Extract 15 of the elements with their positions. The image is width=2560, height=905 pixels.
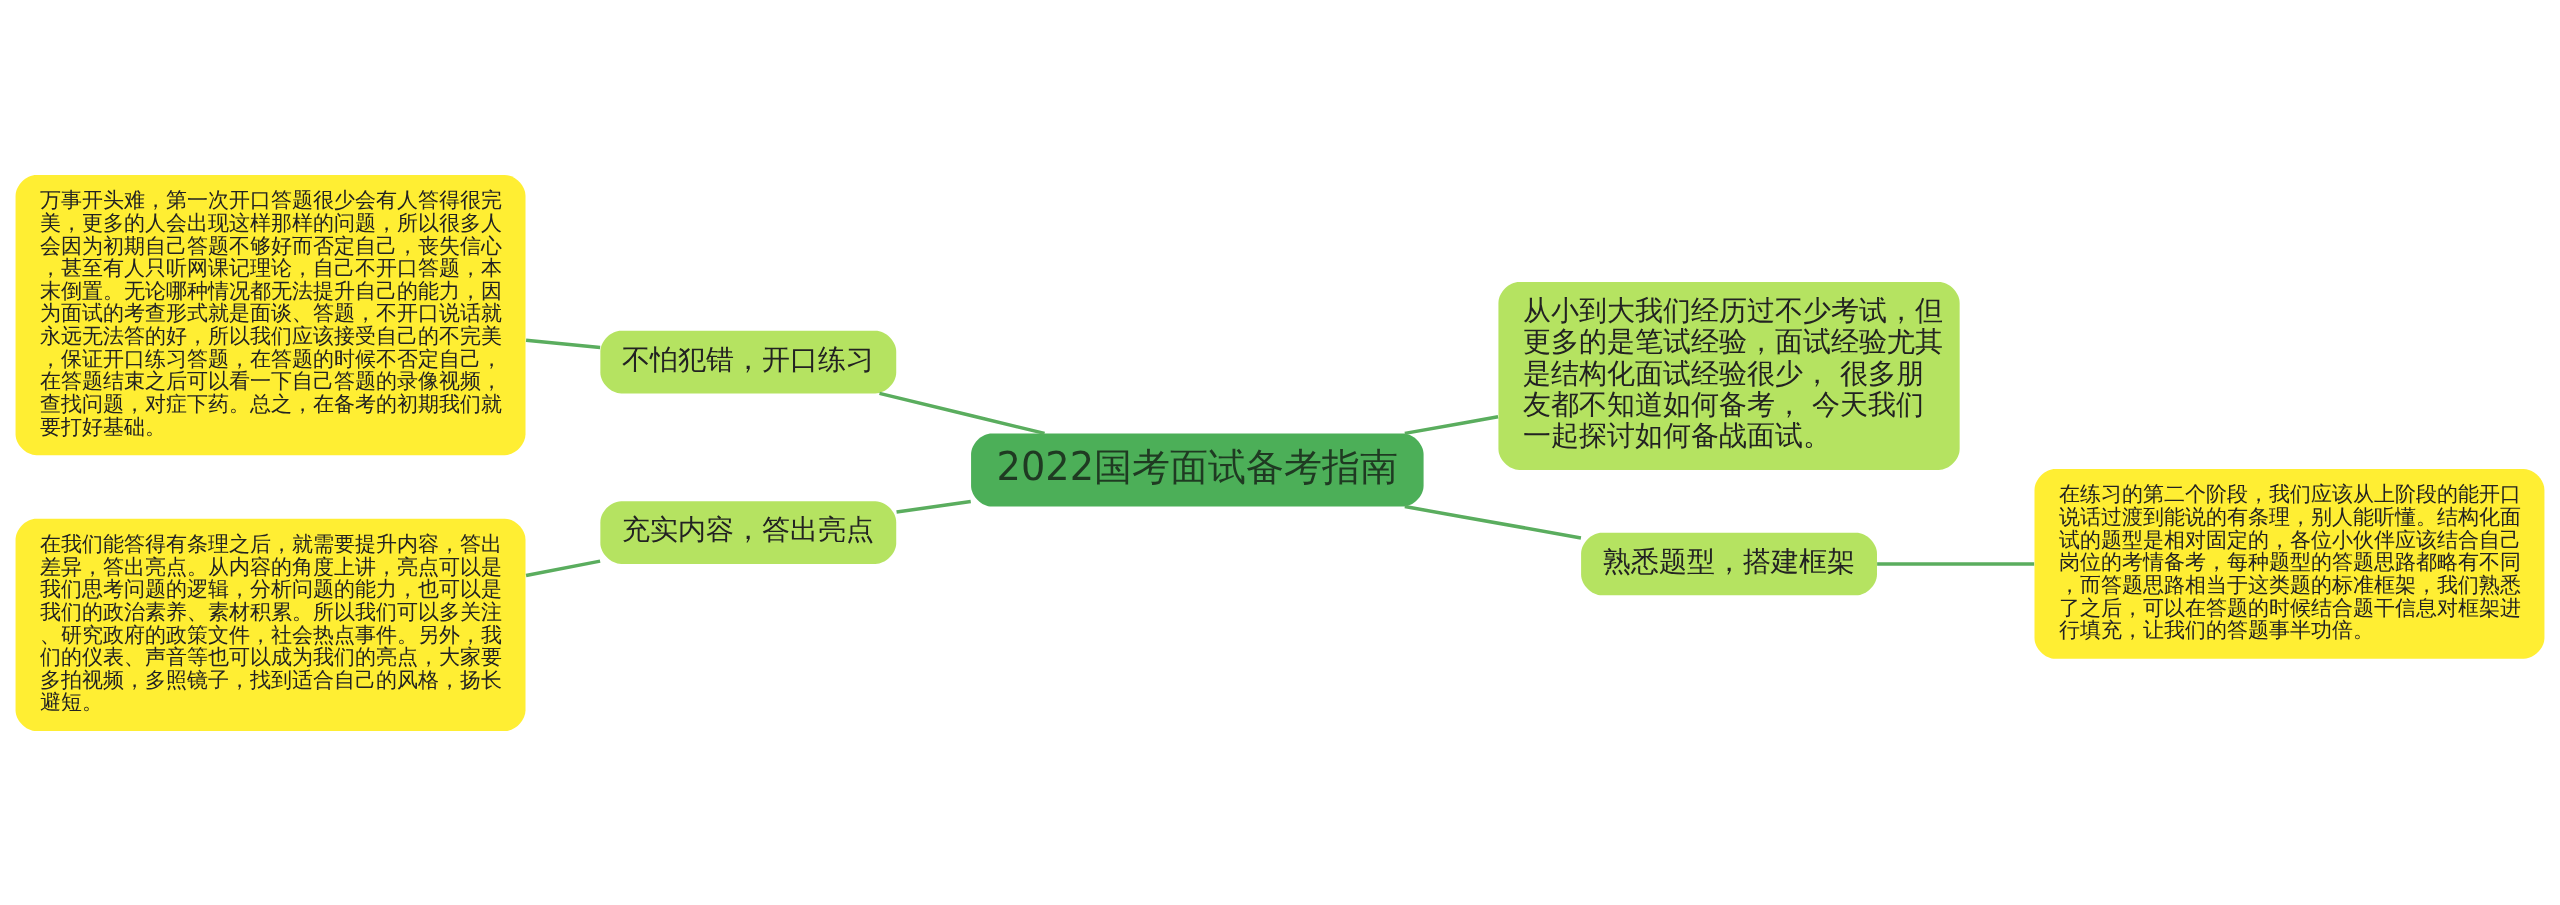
node-box: 在我们能答得有条理之后，就需要提升内容，答出差异，答出亮点。从内容的角度上讲，亮点可以是我们思考问题的逻辑，分析问题的能力，也可以是我们的政治素养、素材积累。所以我们可以多关注、研究政府的政策文件，社会热点事件。另外，我们的仪表、声音等也可以成为我们的亮点，大家要多拍视频，多照镜子，找到适合自己的风格，扬长避短。 (15, 518, 526, 731)
connector (1404, 504, 1582, 540)
connector (896, 499, 971, 514)
connector (525, 558, 601, 577)
connector (1404, 414, 1499, 435)
node-box: 2022国考面试备考指南 (971, 432, 1424, 506)
node-box: 不怕犯错，开口练习 (600, 330, 897, 393)
node-box: 在练习的第二个阶段，我们应该从上阶段的能开口说话过渡到能说的有条理，别人能听懂。结构化面试的题型是相对固定的，各位小伙伴应该结合自己岗位的考情备考，每种题型的答题思路都略有不同，而答题思路相当于这类题的标准框架，我们熟悉了之后，可以在答题的时候结合题干信息对框架进行填充，让我们的答题事半功倍。 (2034, 468, 2545, 659)
node-box: 充实内容，答出亮点 (600, 500, 897, 564)
connector (879, 391, 1045, 435)
connector (525, 338, 601, 349)
connector (1877, 561, 2035, 566)
node-box: 熟悉题型，搭建框架 (1581, 532, 1877, 595)
node-box: 万事开头难，第一次开口答题很少会有人答得很完美，更多的人会出现这样那样的问题，所以很多人会因为初期自己答题不够好而否定自己，丧失信心，甚至有人只听网课记理论，自己不开口答题，本末倒置。无论哪种情况都无法提升自己的能力，因为面试的考查形式就是面谈、答题，不开口说话就永远无法答的好，所以我们应该接受自己的不完美，保证开口练习答题，在答题的时候不否定自己，在答题结束之后可以看一下自己答题的录像视频，查找问题，对症下药。总之，在备考的初期我们就要打好基础。 (15, 174, 526, 455)
node-box: 从小到大我们经历过不少考试，但更多的是笔试经验，面试经验尤其是结构化面试经验很少， 很多朋友都不知道如何备考， 今天我们一起探讨如何备战面试。 (1498, 281, 1960, 470)
